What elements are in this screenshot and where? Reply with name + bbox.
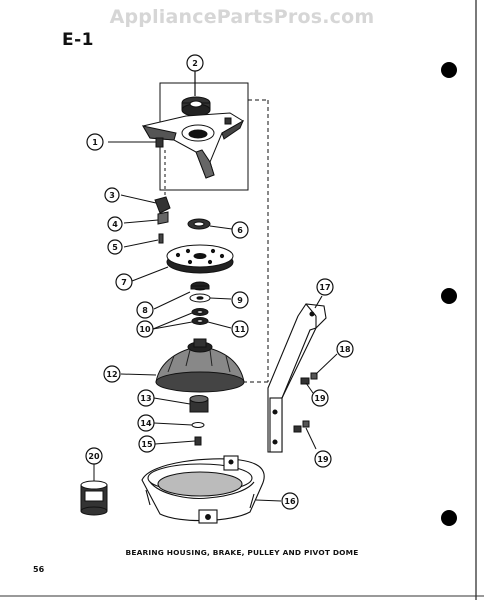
rings-10-11: [152, 308, 232, 330]
svg-text:16: 16: [284, 497, 296, 506]
svg-text:11: 11: [234, 325, 246, 334]
callout-10: 10: [136, 320, 154, 338]
callout-18: 18: [336, 340, 354, 358]
callout-9: 9: [231, 291, 249, 309]
collar: [153, 395, 209, 413]
svg-text:19: 19: [317, 455, 329, 464]
nut-8: [153, 281, 210, 310]
svg-text:15: 15: [141, 440, 153, 449]
washer-9: [189, 293, 232, 303]
punch-hole-top: [441, 62, 457, 78]
screws-19: [293, 353, 338, 450]
callout-16: 16: [281, 492, 299, 510]
svg-text:20: 20: [88, 452, 100, 461]
svg-text:2: 2: [192, 59, 198, 68]
callout-7: 7: [115, 273, 133, 291]
callout-6: 6: [231, 221, 249, 239]
svg-text:6: 6: [237, 226, 243, 235]
svg-text:18: 18: [339, 345, 351, 354]
page-code: E-1: [62, 30, 94, 50]
bolt-15: [154, 436, 202, 446]
svg-text:14: 14: [140, 419, 152, 428]
punch-hole-bottom: [441, 510, 457, 526]
bearing-housing: [141, 112, 245, 179]
callout-3: 3: [104, 187, 120, 203]
callout-11: 11: [231, 320, 249, 338]
washer-14: [153, 422, 205, 428]
svg-text:9: 9: [237, 296, 243, 305]
callout-1: 1: [86, 133, 104, 151]
svg-text:17: 17: [319, 283, 330, 292]
callout-8: 8: [136, 301, 154, 319]
mounting-bracket: [267, 295, 327, 453]
screw-5: [123, 233, 164, 248]
tub-base: [141, 455, 282, 524]
pulley-disc: [131, 244, 234, 282]
punch-hole-middle: [441, 288, 457, 304]
callout-12: 12: [103, 365, 121, 383]
diagram-caption: BEARING HOUSING, BRAKE, PULLEY AND PIVOT…: [125, 548, 359, 557]
callout-19-b: 19: [314, 450, 332, 468]
brake-ring: [187, 218, 233, 230]
pivot-dome: [120, 338, 245, 393]
brake-clip: [120, 194, 171, 214]
page-number: 56: [33, 565, 45, 574]
svg-text:4: 4: [112, 220, 118, 229]
svg-text:8: 8: [142, 306, 148, 315]
callout-4: 4: [107, 216, 123, 232]
svg-text:10: 10: [139, 325, 151, 334]
svg-text:13: 13: [140, 394, 151, 403]
callout-13: 13: [137, 389, 155, 407]
callout-14: 14: [137, 414, 155, 432]
callout-5: 5: [107, 239, 123, 255]
callout-20: 20: [85, 447, 103, 465]
brake-kit-can: [80, 464, 108, 516]
svg-text:12: 12: [106, 370, 117, 379]
callout-group: 1 2 3 4 5 6 7 8 9 10 11 12 13 14 15 16 1…: [85, 54, 354, 510]
svg-text:5: 5: [112, 243, 118, 252]
watermark-text: AppliancePartsPros.com: [109, 6, 375, 28]
callout-17: 17: [316, 278, 334, 296]
callout-19-a: 19: [311, 389, 329, 407]
bearing: [181, 96, 211, 117]
svg-text:3: 3: [109, 191, 115, 200]
callout-2: 2: [186, 54, 204, 72]
svg-text:7: 7: [121, 278, 127, 287]
small-bracket: [123, 211, 169, 225]
svg-text:1: 1: [92, 138, 98, 147]
svg-text:19: 19: [314, 394, 326, 403]
callout-15: 15: [138, 435, 156, 453]
